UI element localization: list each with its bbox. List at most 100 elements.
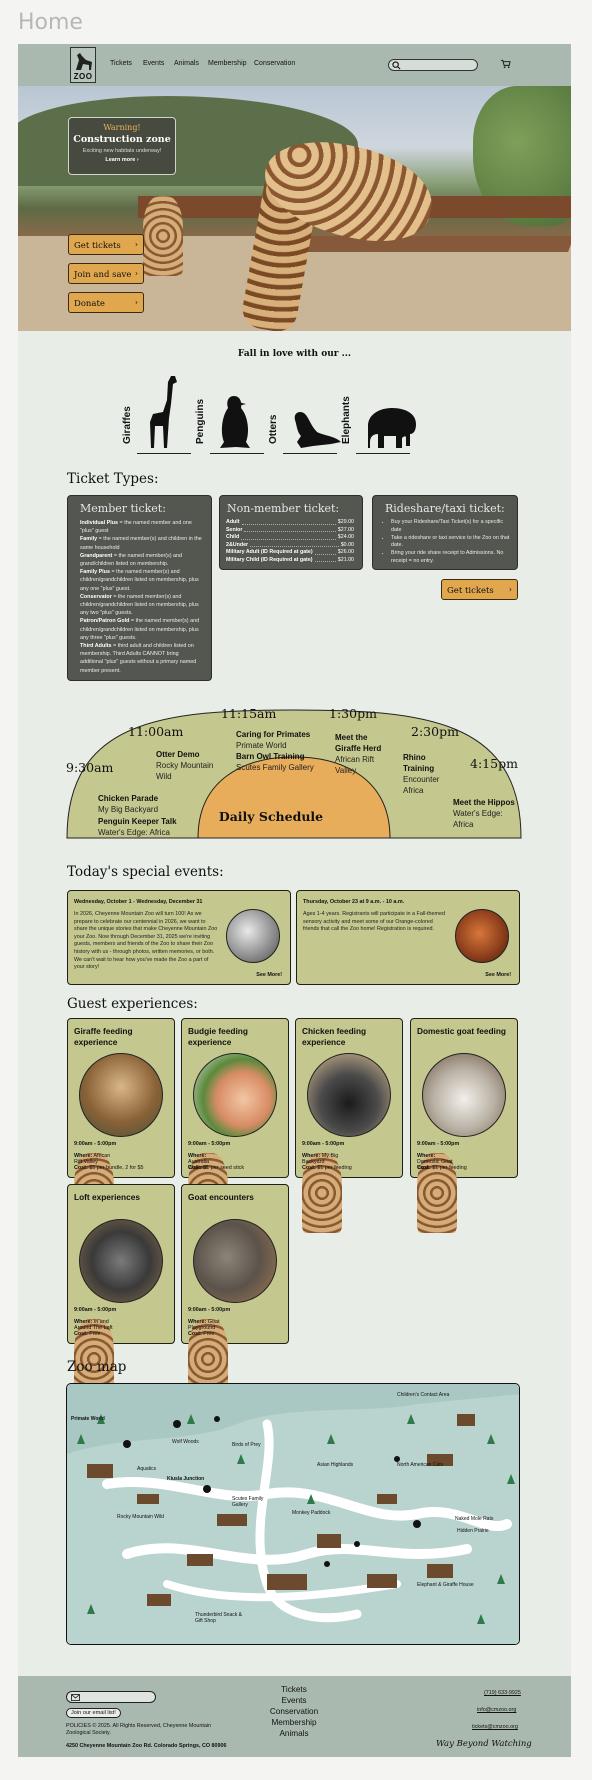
- zoo-logo[interactable]: ZOO: [70, 47, 96, 83]
- site-frame: ZOO Tickets Events Animals Membership Co…: [18, 44, 571, 1757]
- footer-link-tickets[interactable]: Tickets: [281, 1685, 307, 1694]
- learn-more-link[interactable]: Learn more ›: [69, 157, 175, 163]
- experience-where: Where: Domestic Goat Yard: [417, 1153, 457, 1233]
- tier-name: Third Adults: [80, 643, 112, 650]
- guest-experience-card[interactable]: Chicken feeding experience 9:00am - 5:00…: [295, 1018, 403, 1233]
- animal-label: Giraffes: [122, 406, 133, 444]
- experience-cost: Cost: $1 per feeding: [417, 1165, 467, 1171]
- special-event-card[interactable]: Thursday, October 23 at 9 a.m. - 10 a.m.…: [296, 890, 520, 985]
- experience-photo: [193, 1053, 277, 1137]
- nav-events[interactable]: Events: [143, 60, 165, 67]
- hero-image: Warning! Construction zone Exciting new …: [18, 86, 571, 331]
- where-value: African Rift Valley: [74, 1153, 111, 1165]
- where-value: My Big Backyard: [302, 1153, 339, 1165]
- tier-name: Family Plus: [80, 569, 110, 576]
- experience-time: 9:00am - 5:00pm: [417, 1141, 460, 1147]
- event-date: Thursday, October 23 at 9 a.m. - 10 a.m.: [303, 899, 405, 905]
- map-label: Rocky Mountain Wild: [117, 1514, 164, 1520]
- price-value: $27.00: [337, 526, 354, 533]
- donate-button[interactable]: Donate›: [68, 292, 144, 313]
- price-row: Military Adult (ID Required at gate)$26.…: [226, 549, 354, 557]
- event-name: Meet the Giraffe Herd: [335, 733, 382, 753]
- chevron-right-icon: ›: [134, 269, 138, 278]
- animal-link-otters[interactable]: Otters: [268, 364, 341, 454]
- rideshare-list: Buy your Rideshare/Taxi Ticket(s) for a …: [373, 519, 517, 566]
- nav-tickets[interactable]: Tickets: [110, 60, 132, 67]
- guest-experience-card[interactable]: Budgie feeding experience 9:00am - 5:00p…: [181, 1018, 289, 1233]
- price-row: Senior$27.00: [226, 527, 354, 535]
- guest-experience-card[interactable]: Giraffe feeding experience 9:00am - 5:00…: [67, 1018, 175, 1233]
- page-label: Home: [18, 10, 83, 35]
- get-tickets-button[interactable]: Get tickets›: [68, 234, 144, 255]
- experience-cost: Cost: $1 per feeding: [302, 1165, 352, 1171]
- top-nav: ZOO Tickets Events Animals Membership Co…: [18, 44, 571, 86]
- map-label: Thunderbird Snack & Gift Shop: [195, 1612, 242, 1624]
- guest-experience-card[interactable]: Domestic goat feeding 9:00am - 5:00pm Wh…: [410, 1018, 518, 1233]
- nav-conservation[interactable]: Conservation: [254, 60, 296, 67]
- map-label: Aquatics: [137, 1466, 157, 1472]
- experience-photo: [79, 1219, 163, 1303]
- experience-cost: Cost: Free: [74, 1331, 100, 1337]
- zoo-map[interactable]: Primate World Wolf Woods Birds of Prey A…: [66, 1383, 520, 1645]
- cost-label: Cost:: [188, 1331, 202, 1337]
- chevron-right-icon: ›: [134, 240, 138, 249]
- tier-desc: = the named member(s) and children/grand…: [80, 569, 199, 592]
- tagline: Way Beyond Watching: [436, 1739, 532, 1749]
- animal-link-giraffes[interactable]: Giraffes: [122, 364, 193, 454]
- experience-cost: Cost: $5 per bundle, 2 for $5: [74, 1165, 144, 1171]
- email-input[interactable]: [66, 1691, 156, 1703]
- otter-icon: [294, 412, 341, 448]
- event-name: Chicken Parade: [98, 794, 159, 803]
- experience-title: Budgie feeding experience: [188, 1026, 248, 1047]
- event-name: Penguin Keeper Talk: [98, 817, 177, 826]
- list-item: Grandparent = the named member(s) and gr…: [80, 552, 203, 568]
- footer-link-animals[interactable]: Animals: [279, 1729, 309, 1738]
- tickets-email-link[interactable]: tickets@cmzoo.org: [472, 1724, 518, 1730]
- guest-experiences-heading: Guest experiences:: [67, 996, 198, 1012]
- see-more-link[interactable]: See More!: [485, 972, 511, 978]
- see-more-link[interactable]: See More!: [256, 972, 282, 978]
- footer-link-membership[interactable]: Membership: [271, 1718, 317, 1727]
- phone-link[interactable]: (719) 633-9925: [484, 1690, 521, 1696]
- time-label: 11:00am: [128, 724, 184, 739]
- join-and-save-button[interactable]: Join and save›: [68, 263, 144, 284]
- cta-label: Get tickets: [447, 586, 494, 596]
- experience-where: Where: My Big Backyard: [302, 1153, 342, 1233]
- tier-desc: = third adult and children listed on mem…: [80, 643, 197, 674]
- member-ticket-card: Member ticket: Individual Plus = the nam…: [67, 495, 212, 681]
- cost-label: Cost:: [74, 1165, 88, 1171]
- tier-name: Family: [80, 536, 98, 543]
- rideshare-get-tickets-button[interactable]: Get tickets›: [441, 579, 518, 600]
- cost-label: Cost:: [417, 1165, 431, 1171]
- footer-link-conservation[interactable]: Conservation: [269, 1707, 319, 1716]
- where-label: Where:: [188, 1319, 207, 1325]
- time-label: 9:30am: [66, 760, 114, 775]
- experience-title: Giraffe feeding experience: [74, 1026, 133, 1047]
- guest-experience-card[interactable]: Loft experiences 9:00am - 5:00pm Where: …: [67, 1184, 175, 1399]
- cost-label: Cost:: [188, 1165, 202, 1171]
- member-ticket-title: Member ticket:: [80, 502, 166, 515]
- price-row: Military Child (ID Required at gate)$21.…: [226, 557, 354, 565]
- experience-photo: [193, 1219, 277, 1303]
- where-value: Australia Walkout: [188, 1159, 209, 1171]
- animal-link-penguins[interactable]: Penguins: [195, 364, 266, 454]
- cart-icon[interactable]: [500, 59, 511, 69]
- daily-schedule-title: Daily Schedule: [218, 809, 324, 824]
- animal-link-elephants[interactable]: Elephants: [341, 364, 416, 454]
- footer-link-events[interactable]: Events: [281, 1696, 307, 1705]
- cost-value: Free: [89, 1331, 101, 1337]
- info-email-link[interactable]: info@cmzoo.org: [477, 1707, 517, 1713]
- event-place: My Big Backyard: [98, 805, 159, 814]
- experience-time: 9:00am - 5:00pm: [302, 1141, 345, 1147]
- nav-animals[interactable]: Animals: [174, 60, 199, 67]
- join-email-button[interactable]: Join our email list!: [66, 1708, 121, 1718]
- experience-cost: Cost: Free: [188, 1331, 214, 1337]
- list-item: Patron/Patron Gold = the named member(s)…: [80, 617, 203, 642]
- search-input[interactable]: [388, 59, 478, 71]
- experience-time: 9:00am - 5:00pm: [74, 1141, 117, 1147]
- special-event-card[interactable]: Wednesday, October 1 - Wednesday, Decemb…: [67, 890, 291, 985]
- nav-membership[interactable]: Membership: [208, 60, 247, 67]
- guest-experience-card[interactable]: Goat encounters 9:00am - 5:00pm Where: G…: [181, 1184, 289, 1399]
- where-label: Where:: [74, 1319, 93, 1325]
